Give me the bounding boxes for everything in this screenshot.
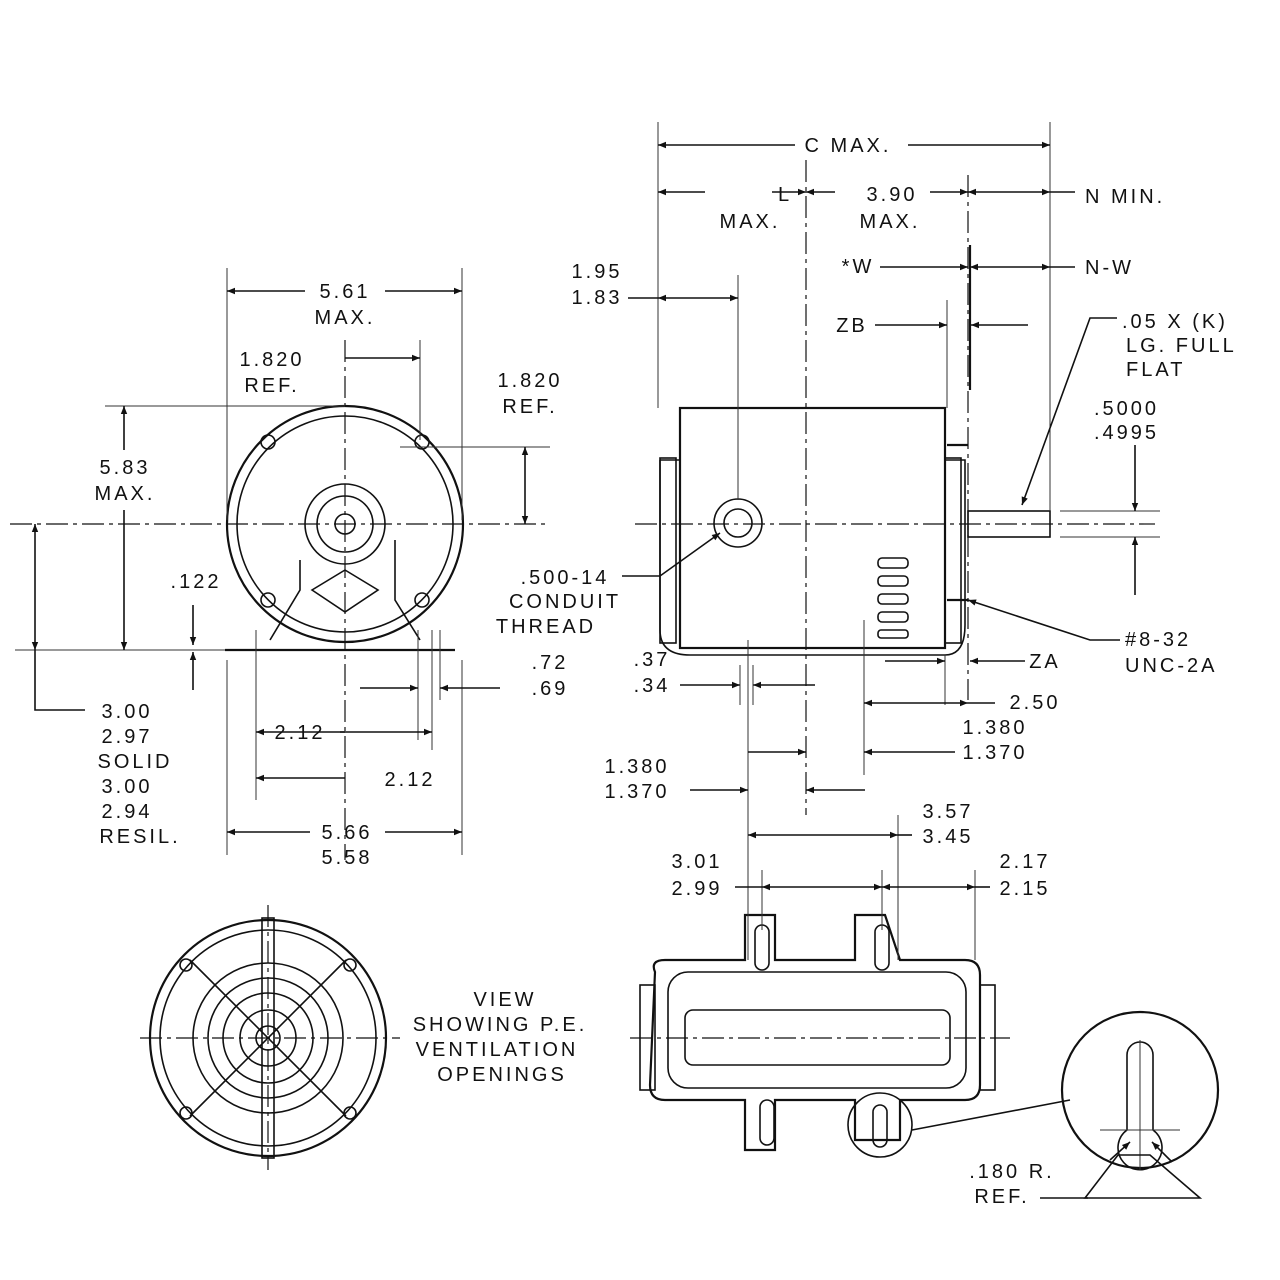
dim-n-w: N-W (1085, 257, 1134, 279)
conduit-note-1: .500-14 (521, 567, 610, 589)
side-view (622, 122, 1160, 815)
dim-1-95: 1.95 (572, 261, 623, 283)
pe-view-label-2: SHOWING P.E. (413, 1014, 588, 1036)
dim-l-max: MAX. (720, 211, 781, 233)
dim-1-820-a: 1.820 (239, 349, 304, 371)
label-solid: SOLID (97, 751, 172, 773)
dim-1-820-a-ref: REF. (244, 375, 299, 397)
dim-34: .34 (634, 675, 671, 697)
label-resil: RESIL. (99, 826, 180, 848)
dim-w: *W (842, 256, 875, 278)
dim-69: .69 (532, 678, 569, 700)
dim-zb: ZB (836, 315, 868, 337)
dim-1-820-b: 1.820 (497, 370, 562, 392)
pe-view-label-4: OPENINGS (437, 1064, 567, 1086)
dim-2-17: 2.17 (1000, 851, 1051, 873)
dim-2-94: 2.94 (102, 801, 153, 823)
dim-2-50: 2.50 (1010, 692, 1061, 714)
dim-2-97: 2.97 (102, 726, 153, 748)
dim-3-90: 3.90 (867, 184, 918, 206)
pe-view-label-1: VIEW (473, 989, 536, 1011)
radius-note-ref: REF. (974, 1186, 1029, 1208)
screw-note-2: UNC-2A (1125, 655, 1217, 677)
vent-slots (877, 557, 909, 639)
base-view (630, 815, 1220, 1199)
dim-c-max: C MAX. (805, 135, 892, 157)
flat-note-2: LG. FULL (1126, 335, 1237, 357)
dim-1-370-r: 1.370 (962, 742, 1027, 764)
radius-note: .180 R. (969, 1161, 1054, 1183)
dim-za: ZA (1029, 651, 1061, 673)
dim-3-45: 3.45 (923, 826, 974, 848)
dim-3-01: 3.01 (672, 851, 723, 873)
dim-3-90-max: MAX. (860, 211, 921, 233)
dim-3-00-b: 3.00 (102, 776, 153, 798)
dim-1-380-r: 1.380 (962, 717, 1027, 739)
dim-37: .37 (634, 649, 671, 671)
dim-3-00: 3.00 (102, 701, 153, 723)
shaft-dia-max: .5000 (1094, 398, 1159, 420)
dim-5-83: 5.83 (100, 457, 151, 479)
dim-5-61: 5.61 (320, 281, 371, 303)
conduit-note-2: CONDUIT (509, 591, 621, 613)
flat-note-1: .05 X (K) (1122, 311, 1228, 333)
pe-view-label-3: VENTILATION (416, 1039, 579, 1061)
shaft-dia-min: .4995 (1094, 422, 1159, 444)
dim-1-380-l: 1.380 (604, 756, 669, 778)
screw-note-1: #8-32 (1125, 629, 1191, 651)
dim-2-15: 2.15 (1000, 878, 1051, 900)
dim-3-57: 3.57 (923, 801, 974, 823)
dim-2-12-b: 2.12 (385, 769, 436, 791)
end-view (10, 268, 550, 860)
dim-1-83: 1.83 (572, 287, 623, 309)
dim-l: L (778, 184, 792, 206)
dim-5-83-max: MAX. (95, 483, 156, 505)
dim-5-66: 5.66 (322, 822, 373, 844)
dim-72: .72 (532, 652, 569, 674)
dim-2-99: 2.99 (672, 878, 723, 900)
dim-1-820-b-ref: REF. (502, 396, 557, 418)
conduit-note-3: THREAD (496, 616, 596, 638)
dim-5-58: 5.58 (322, 847, 373, 869)
dim-n-min: N MIN. (1085, 186, 1165, 208)
flat-note-3: FLAT (1126, 359, 1185, 381)
dim-122: .122 (171, 571, 222, 593)
dim-1-370-l: 1.370 (604, 781, 669, 803)
dim-5-61-max: MAX. (315, 307, 376, 329)
dim-2-12-a: 2.12 (275, 722, 326, 744)
pe-end-view (140, 905, 400, 1170)
